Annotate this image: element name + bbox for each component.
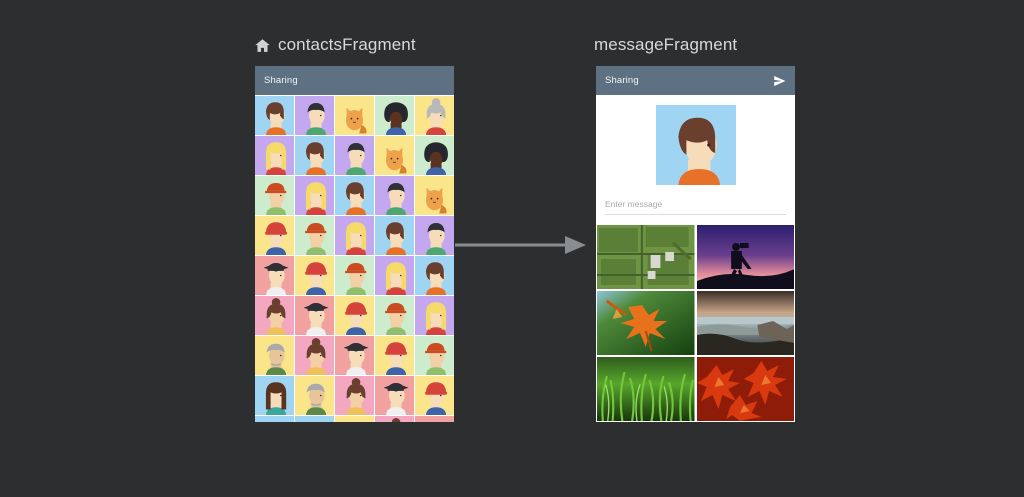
- message-input-row: [596, 194, 795, 215]
- red-maple-leaves-photo[interactable]: [696, 357, 794, 421]
- contacts-avatar-grid[interactable]: [255, 95, 454, 422]
- message-input[interactable]: [605, 197, 786, 215]
- message-appbar: Sharing: [596, 66, 795, 95]
- contacts-fragment-title-text: contactsFragment: [278, 35, 416, 54]
- contact-avatar-cell[interactable]: [335, 416, 374, 422]
- contact-avatar-cell[interactable]: [415, 256, 454, 295]
- contact-avatar-cell[interactable]: [255, 216, 294, 255]
- message-fragment-title: messageFragment: [594, 35, 737, 55]
- contact-avatar-cell[interactable]: [295, 336, 334, 375]
- contact-avatar-cell[interactable]: [295, 136, 334, 175]
- send-paper-plane-icon[interactable]: [773, 74, 786, 87]
- contact-avatar-cell[interactable]: [415, 176, 454, 215]
- contact-avatar-cell[interactable]: [255, 136, 294, 175]
- contact-avatar-cell[interactable]: [295, 296, 334, 335]
- attachment-photo-grid[interactable]: [596, 225, 795, 422]
- contact-avatar-cell[interactable]: [255, 96, 294, 135]
- contacts-appbar-title: Sharing: [264, 75, 298, 86]
- message-compose-body: [596, 95, 795, 422]
- contact-avatar-cell[interactable]: [375, 416, 414, 422]
- message-screen-panel: Sharing: [596, 66, 795, 422]
- contact-avatar-cell[interactable]: [295, 96, 334, 135]
- contact-avatar-cell[interactable]: [375, 96, 414, 135]
- orange-maple-leaf-photo[interactable]: [597, 291, 695, 355]
- aerial-farmland-photo[interactable]: [597, 225, 695, 289]
- contact-avatar-cell[interactable]: [295, 176, 334, 215]
- contact-avatar-cell[interactable]: [375, 176, 414, 215]
- contact-avatar-cell[interactable]: [375, 296, 414, 335]
- contact-avatar-cell[interactable]: [255, 336, 294, 375]
- contact-avatar-cell[interactable]: [375, 336, 414, 375]
- home-icon: [255, 38, 270, 52]
- contact-avatar-cell[interactable]: [255, 176, 294, 215]
- contact-avatar-cell[interactable]: [375, 216, 414, 255]
- contact-avatar-cell[interactable]: [295, 216, 334, 255]
- contact-avatar-cell[interactable]: [415, 216, 454, 255]
- contact-avatar-cell[interactable]: [415, 136, 454, 175]
- contact-avatar-cell[interactable]: [335, 256, 374, 295]
- contact-avatar-cell[interactable]: [295, 376, 334, 415]
- contact-avatar-cell[interactable]: [255, 296, 294, 335]
- contact-avatar-cell[interactable]: [375, 256, 414, 295]
- green-grass-photo[interactable]: [597, 357, 695, 421]
- contact-avatar-cell[interactable]: [255, 376, 294, 415]
- contact-avatar-cell[interactable]: [415, 376, 454, 415]
- contact-avatar-cell[interactable]: [415, 96, 454, 135]
- contact-avatar-cell[interactable]: [335, 296, 374, 335]
- contact-avatar-cell[interactable]: [415, 336, 454, 375]
- message-fragment-title-text: messageFragment: [594, 35, 738, 54]
- photographer-silhouette-photo[interactable]: [696, 225, 794, 289]
- contact-avatar-cell[interactable]: [415, 296, 454, 335]
- contact-avatar-cell[interactable]: [335, 216, 374, 255]
- contact-avatar-cell[interactable]: [255, 416, 294, 422]
- contact-avatar-cell[interactable]: [335, 176, 374, 215]
- contacts-appbar: Sharing: [255, 66, 454, 95]
- contacts-fragment-title: contactsFragment: [254, 35, 416, 55]
- selected-contact-preview: [596, 95, 795, 194]
- contact-avatar-cell[interactable]: [335, 136, 374, 175]
- coastal-cliff-photo[interactable]: [696, 291, 794, 355]
- contact-avatar-cell[interactable]: [335, 336, 374, 375]
- contact-avatar-cell[interactable]: [415, 416, 454, 422]
- message-appbar-title: Sharing: [605, 75, 639, 86]
- contact-avatar-cell[interactable]: [295, 416, 334, 422]
- contact-avatar-cell[interactable]: [335, 96, 374, 135]
- contact-avatar-cell[interactable]: [255, 256, 294, 295]
- flow-arrow: [455, 236, 586, 254]
- contact-avatar-cell[interactable]: [375, 136, 414, 175]
- contacts-screen-panel: Sharing: [255, 66, 454, 422]
- contact-avatar-cell[interactable]: [375, 376, 414, 415]
- contact-avatar-cell[interactable]: [335, 376, 374, 415]
- contact-avatar-cell[interactable]: [295, 256, 334, 295]
- selected-contact-avatar: [655, 104, 736, 185]
